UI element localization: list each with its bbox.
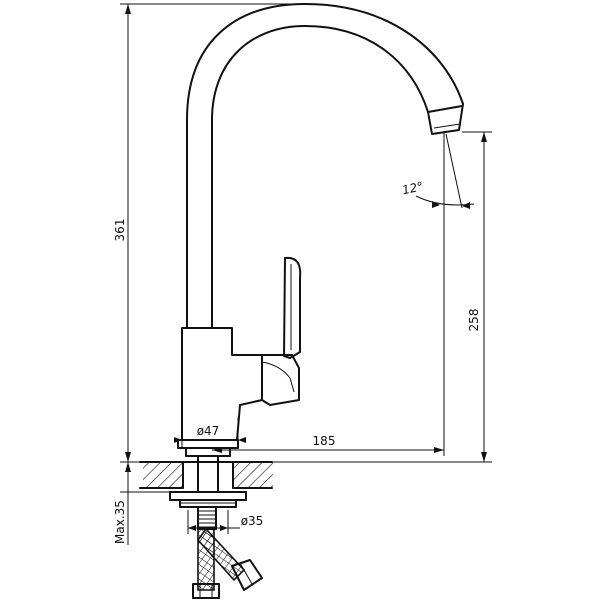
spout-tip-band — [427, 105, 463, 113]
counter-top-section — [139, 461, 273, 489]
dimension-lines — [120, 3, 492, 545]
dim-label-total-height: 361 — [113, 219, 127, 242]
dim-label-thread-diameter: ø35 — [241, 514, 264, 528]
hose-fitting-right — [231, 559, 263, 591]
faucet-outline — [177, 3, 464, 457]
angle-arc — [415, 195, 475, 206]
dim-label-spout-height: 258 — [467, 309, 481, 332]
lever-lower-curve — [261, 361, 295, 393]
lever-handle — [283, 256, 302, 359]
spout-inner-contour — [211, 25, 429, 329]
threaded-rod — [197, 506, 217, 530]
dim-label-spout-angle: 12° — [401, 179, 425, 197]
spout-outer-contour — [186, 3, 464, 329]
dim-label-counter-thickness: Max.35 — [113, 500, 127, 544]
spout-tip — [427, 103, 464, 135]
dim-label-body-diameter: ø47 — [197, 424, 220, 438]
base-flange — [177, 439, 239, 449]
base-ring — [185, 447, 231, 457]
hose-fitting-left — [192, 583, 220, 599]
spout-tip-line — [433, 123, 461, 129]
mixer-body — [181, 327, 263, 441]
spout-axis-angled — [445, 133, 463, 209]
supply-hoses — [192, 527, 263, 599]
mounting-washer — [169, 491, 247, 501]
cartridge-housing — [261, 354, 300, 406]
dim-label-reach: 185 — [313, 434, 336, 448]
